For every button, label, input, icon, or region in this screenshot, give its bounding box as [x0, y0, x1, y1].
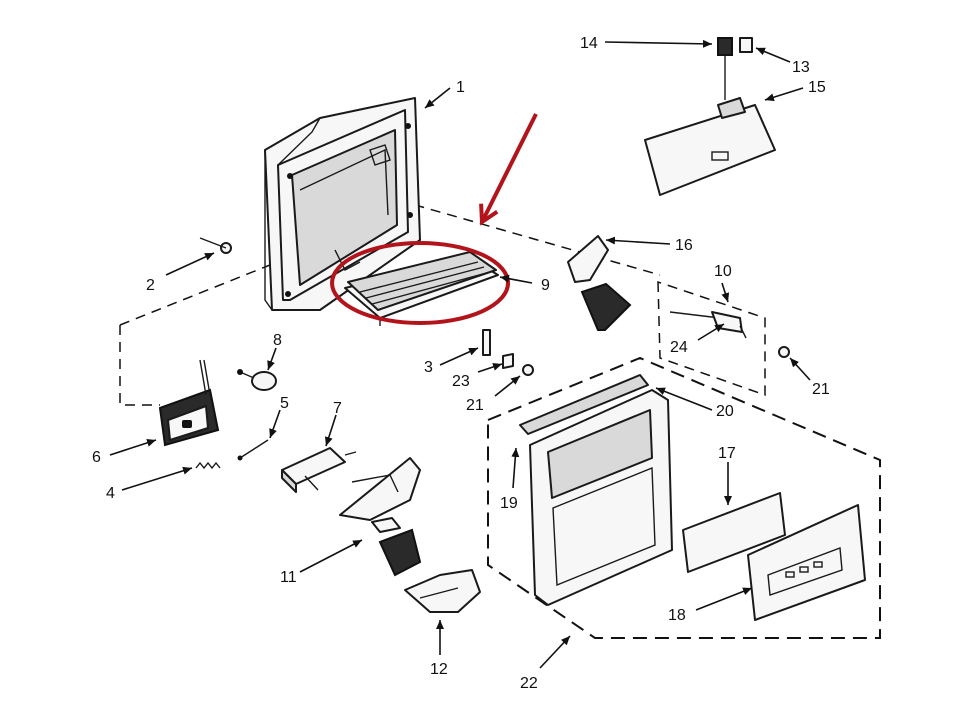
part-22-bezel	[529, 389, 673, 606]
red-arrow-icon	[482, 113, 538, 222]
part-15-bracket	[644, 97, 776, 196]
callout-21-b: 21	[812, 381, 830, 398]
part-23-pad	[502, 353, 514, 369]
callout-14: 14	[580, 35, 598, 52]
assembly-outline-22	[487, 356, 881, 639]
part-2-screw	[199, 237, 232, 254]
callout-21-a: 21	[466, 397, 484, 414]
callout-20: 20	[716, 403, 734, 420]
callout-6: 6	[92, 449, 101, 466]
callout-22: 22	[520, 675, 538, 692]
highlight-ring-icon	[330, 241, 510, 325]
part-5-pin	[237, 439, 269, 461]
part-12-flap	[404, 569, 481, 613]
part-11-lever	[339, 457, 422, 577]
callout-16: 16	[675, 237, 693, 254]
callout-24: 24	[670, 339, 688, 356]
callout-18: 18	[668, 607, 686, 624]
callout-4: 4	[106, 485, 115, 502]
callout-7: 7	[333, 400, 342, 417]
part-3-bracket	[482, 329, 491, 356]
part-8-plug	[237, 369, 277, 391]
part-14-clip	[717, 37, 733, 100]
callout-labels: 1 2 3 4 5 6 7 8 9 10 11 12 13 14 15 16 1…	[92, 35, 830, 692]
part-7-solenoid	[281, 447, 357, 493]
part-21-screw-b	[778, 346, 790, 358]
part-17-board	[682, 492, 786, 573]
callout-8: 8	[273, 332, 282, 349]
callout-23: 23	[452, 373, 470, 390]
callout-12: 12	[430, 661, 448, 678]
part-18-panel	[747, 504, 866, 621]
part-16-actuator	[567, 235, 632, 331]
part-20-trim	[519, 374, 649, 435]
part-1-housing	[264, 97, 421, 311]
callout-17: 17	[718, 445, 736, 462]
callout-15: 15	[808, 79, 826, 96]
callout-13: 13	[792, 59, 810, 76]
callout-10: 10	[714, 263, 732, 280]
callout-19: 19	[500, 495, 518, 512]
part-13-pad	[739, 37, 753, 53]
callout-5: 5	[280, 395, 289, 412]
callout-11: 11	[280, 569, 297, 586]
leader-lines	[109, 39, 811, 669]
part-6-module	[158, 359, 220, 447]
callout-3: 3	[424, 359, 433, 376]
part-21-screw-a	[522, 364, 534, 376]
callout-2: 2	[146, 277, 155, 294]
callout-9: 9	[541, 277, 550, 294]
part-9-tray	[344, 251, 499, 326]
callout-1: 1	[456, 79, 465, 96]
part-4-spring	[195, 461, 221, 470]
assembly-outline-10	[657, 280, 766, 397]
